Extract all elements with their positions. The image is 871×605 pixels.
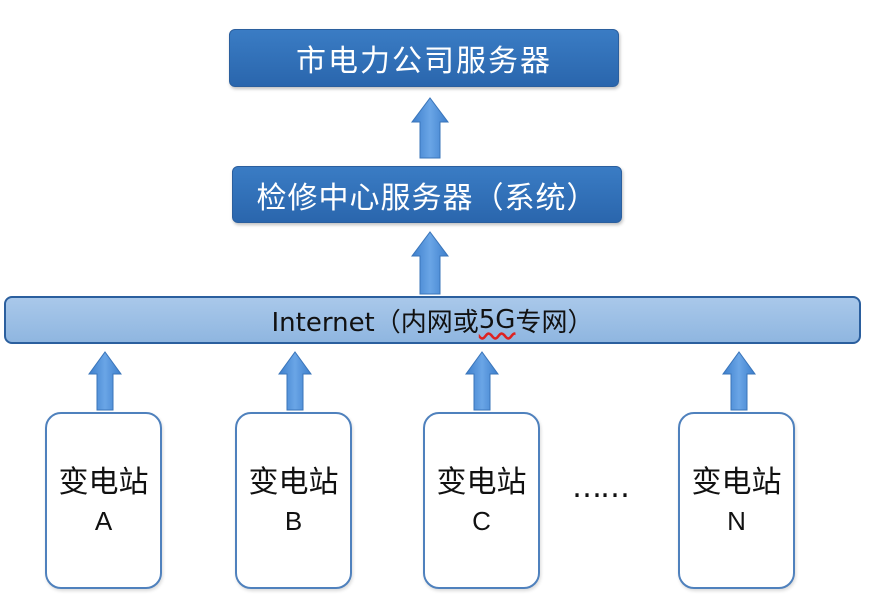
up-arrow-icon xyxy=(411,97,449,159)
network-label-suffix: 专网） xyxy=(515,307,594,338)
up-arrow-icon xyxy=(278,351,312,411)
repair-server-label: 检修中心服务器（系统） xyxy=(256,180,598,216)
substation-id: B xyxy=(284,505,303,536)
up-arrow-icon xyxy=(88,351,122,411)
substation-c-box: 变电站 C xyxy=(423,412,540,589)
up-arrow-icon xyxy=(465,351,499,411)
substation-id: C xyxy=(472,505,491,536)
substation-id: N xyxy=(727,505,746,536)
city-server-label: 市电力公司服务器 xyxy=(296,44,552,79)
substation-name: 变电站 xyxy=(58,464,149,500)
substation-name: 变电站 xyxy=(436,464,527,500)
substation-b-box: 变电站 B xyxy=(235,412,352,589)
substation-a-box: 变电站 A xyxy=(45,412,162,589)
repair-center-server-box: 检修中心服务器（系统） xyxy=(232,166,622,223)
up-arrow-icon xyxy=(411,231,449,295)
ellipsis-text: …… xyxy=(572,470,630,505)
substation-name: 变电站 xyxy=(248,464,339,500)
substation-id: A xyxy=(94,505,113,536)
substation-name: 变电站 xyxy=(691,464,782,500)
network-label-underlined: 5G xyxy=(478,305,516,335)
city-power-company-server-box: 市电力公司服务器 xyxy=(229,29,619,87)
up-arrow-icon xyxy=(722,351,756,411)
substation-n-box: 变电站 N xyxy=(678,412,795,589)
network-label-prefix: Internet（内网或 xyxy=(271,307,479,338)
